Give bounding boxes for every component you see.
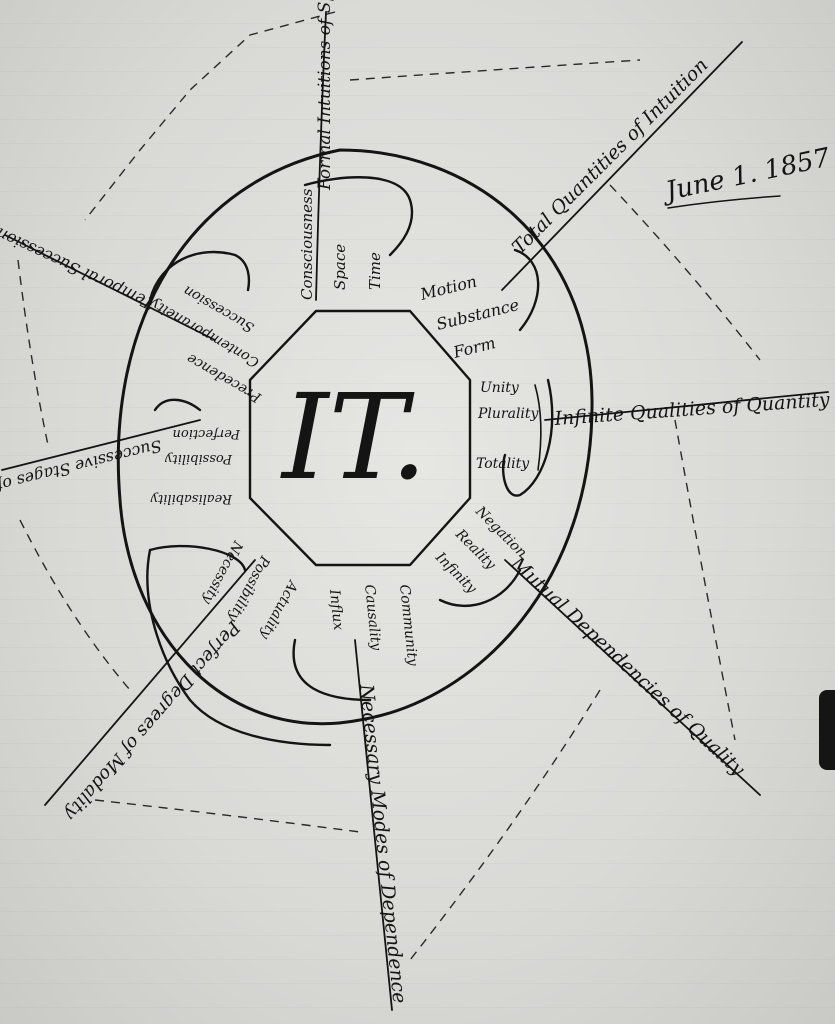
group-braces: [146, 176, 554, 747]
ring-group-bottom: Community Causality Influx: [326, 584, 421, 668]
ring-term: Actuality: [256, 576, 301, 642]
ring-term: Totality: [476, 456, 530, 472]
center-symbol: IT.: [280, 368, 427, 506]
ring-term: Causality: [361, 584, 384, 652]
ring-term: Plurality: [477, 406, 540, 422]
ring-term: Community: [396, 584, 421, 668]
date-underline: [667, 195, 781, 209]
ring-group-right: Unity Plurality Totality: [476, 380, 542, 472]
page-edge-shadow: [819, 690, 835, 770]
ring-term: Possibility: [164, 451, 233, 466]
ring-group-lower-right: Negation Reality Infinity: [431, 503, 529, 598]
right-bracket: [534, 384, 542, 471]
ring-term: Time: [366, 252, 384, 290]
inner-octagon: [248, 309, 472, 567]
spoke-label-left: Successive Stages of Life: [0, 436, 164, 504]
spoke-label-upper-right: Total Quantities of Intuition: [508, 54, 712, 258]
ring-term: Realisability: [150, 491, 233, 506]
ring-term: Perfection: [173, 426, 241, 441]
ring-term: Form: [450, 333, 497, 362]
ring-group-upper-right: Motion Substance Form: [417, 272, 520, 363]
spoke-lines: [1, 11, 829, 1011]
ring-term: Influx: [326, 588, 346, 631]
ring-group-left: Perfection Possibility Realisability: [150, 426, 241, 506]
ring-term: Space: [331, 244, 349, 290]
ring-group-top: Consciousness Space Time: [298, 188, 384, 300]
ring-term: Motion: [417, 272, 478, 305]
spoke-label-lower-right: Mutual Dependencies of Quality: [506, 552, 749, 781]
ring-term: Unity: [480, 380, 520, 396]
spoke-label-upper-left: Temporal Successions of Life: [0, 196, 157, 313]
spoke-label-top: Formal Intuitions of Space: [315, 0, 335, 191]
outer-ring: [116, 148, 594, 726]
ring-group-lower-left: Actuality Possibility Necessity: [199, 537, 302, 642]
dashed-outline: [17, 11, 761, 961]
ring-group-upper-left: Succession Contemporaneity Precedence: [146, 282, 264, 406]
spoke-label-right: Infinite Qualities of Quantity: [553, 389, 831, 430]
spoke-label-bottom: Necessary Modes of Dependence: [355, 682, 411, 1004]
ring-term: Consciousness: [298, 188, 316, 300]
ring-term: Substance: [434, 295, 521, 334]
